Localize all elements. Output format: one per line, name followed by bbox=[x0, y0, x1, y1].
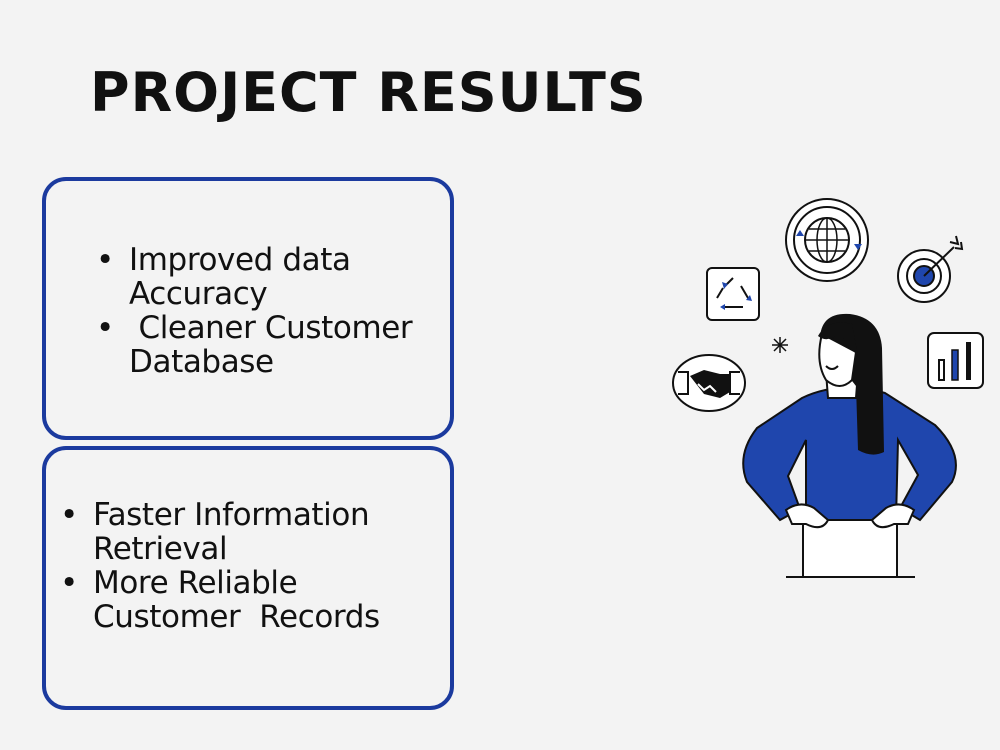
recycle-icon bbox=[706, 267, 760, 321]
handshake-icon bbox=[672, 354, 746, 412]
list-item: More Reliable Customer Records bbox=[60, 566, 380, 634]
person-illustration bbox=[672, 198, 984, 578]
target-icon bbox=[897, 235, 964, 303]
woman-figure bbox=[742, 313, 957, 578]
results-card-1: Improved data Accuracy Cleaner Customer … bbox=[42, 177, 454, 440]
list-item: Improved data Accuracy bbox=[96, 243, 412, 311]
results-card-2: Faster Information Retrieval More Reliab… bbox=[42, 446, 454, 710]
list-item: Cleaner Customer Database bbox=[96, 311, 413, 379]
results-list-1: Improved data Accuracy Cleaner Customer … bbox=[96, 243, 413, 379]
globe-icon bbox=[785, 198, 869, 282]
results-list-2: Faster Information Retrieval More Reliab… bbox=[60, 498, 380, 634]
list-item: Faster Information Retrieval bbox=[60, 498, 380, 566]
bar-chart-icon bbox=[927, 332, 984, 389]
slide-title: PROJECT RESULTS bbox=[90, 61, 647, 124]
sparkle-icon bbox=[772, 337, 788, 353]
